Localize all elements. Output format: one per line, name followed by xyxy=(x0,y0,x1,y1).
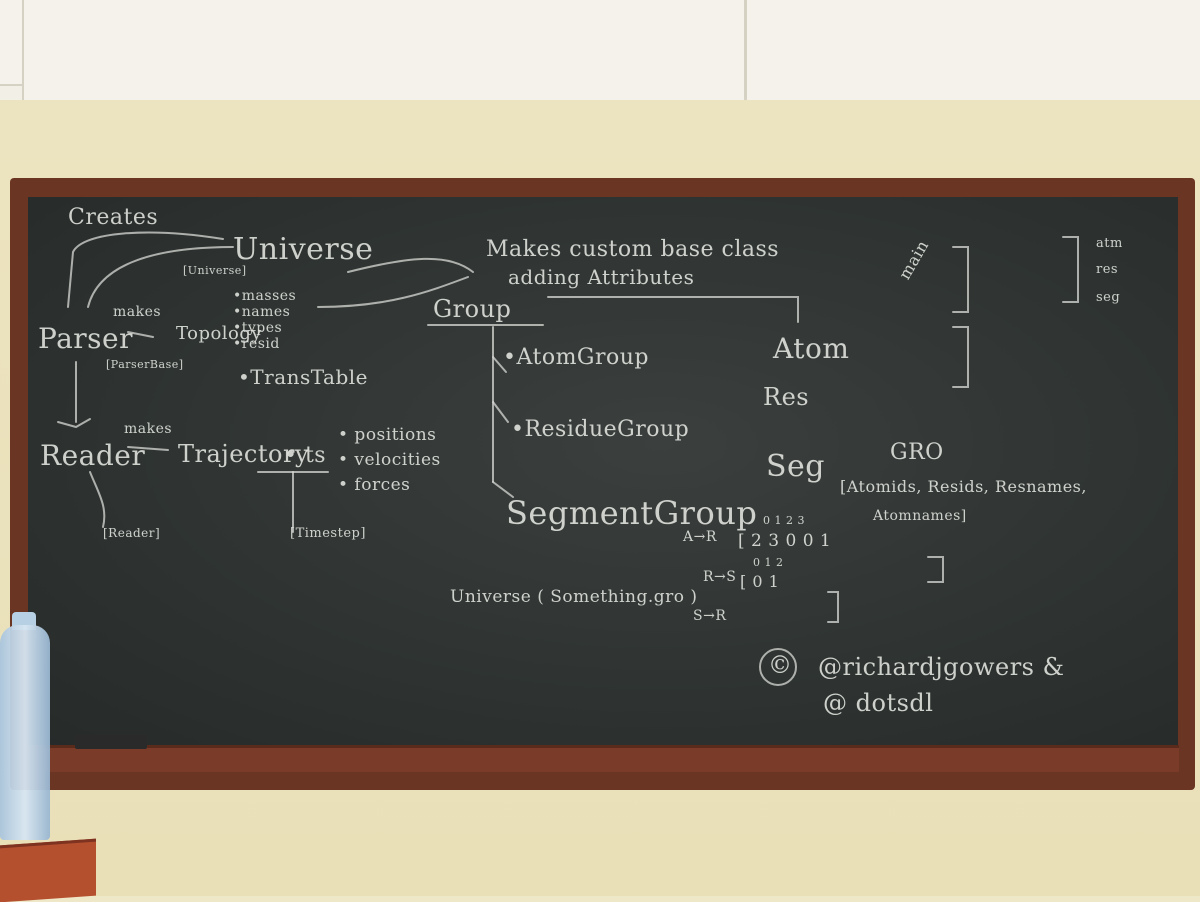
ceiling xyxy=(0,0,1200,112)
str-label: S→R xyxy=(693,608,727,624)
eraser xyxy=(75,735,147,749)
water-jug xyxy=(0,625,50,840)
topology-label: Topology xyxy=(176,323,263,344)
ts-label: • ts xyxy=(284,443,327,468)
ceiling-tile xyxy=(745,0,1200,112)
res-label: Res xyxy=(763,383,810,411)
copyright-symbol: © xyxy=(768,651,793,679)
residuegroup-label: •ResidueGroup xyxy=(511,417,690,442)
rts-index: 0 1 2 xyxy=(753,556,784,569)
rts-values: [ 0 1 xyxy=(740,572,780,591)
adding-attributes-label: adding Attributes xyxy=(508,265,695,289)
gro-list-2: Atomnames] xyxy=(873,508,967,524)
ceiling-tile xyxy=(22,0,746,102)
topology-item: •masses xyxy=(233,288,297,304)
gro-label: GRO xyxy=(890,440,944,465)
transtable-label: •TransTable xyxy=(238,365,369,389)
rts-label: R→S xyxy=(703,569,737,585)
ts-item: • positions xyxy=(338,425,437,445)
ts-item: • forces xyxy=(338,475,411,495)
parser-tag: [ParserBase] xyxy=(106,358,184,371)
makes-custom-label: Makes custom base class xyxy=(486,237,780,262)
group-label: Group xyxy=(433,295,512,323)
atr-label: A→R xyxy=(683,529,717,545)
chalk-ledge xyxy=(44,745,1179,772)
makes-label-2: makes xyxy=(124,421,173,437)
atr-index: 0 1 2 3 xyxy=(763,514,805,527)
credit-line-2: @ dotsdl xyxy=(823,689,934,717)
atomgroup-label: •AtomGroup xyxy=(503,345,650,370)
topology-item: •names xyxy=(233,304,291,320)
chalkboard: Creates Universe [Universe] Makes custom… xyxy=(28,197,1178,745)
credit-line-1: @richardjgowers & xyxy=(818,653,1065,681)
desk-corner xyxy=(0,838,96,902)
universe-tag: [Universe] xyxy=(183,264,247,277)
ts-item: • velocities xyxy=(338,450,441,470)
reader-tag: [Reader] xyxy=(103,526,161,540)
universe-label: Universe xyxy=(233,232,374,267)
parser-label: Parser xyxy=(38,322,133,355)
gro-list: [Atomids, Resids, Resnames, xyxy=(840,477,1087,496)
creates-label: Creates xyxy=(68,205,159,230)
topology-item: •resid xyxy=(233,336,280,352)
side-list-item: atm xyxy=(1096,236,1123,251)
seg-label: Seg xyxy=(766,449,826,484)
universe-something-label: Universe ( Something.gro ) xyxy=(450,587,698,607)
side-list-item: seg xyxy=(1096,290,1121,305)
makes-label-1: makes xyxy=(113,304,162,320)
trajectory-label: Trajectory xyxy=(178,440,309,468)
atr-values: [ 2 3 0 0 1 xyxy=(738,531,832,551)
side-list-item: res xyxy=(1096,262,1119,277)
reader-label: Reader xyxy=(40,439,146,472)
chalk-arrows xyxy=(57,231,1079,686)
timestep-tag: [Timestep] xyxy=(290,526,366,541)
topology-item: •types xyxy=(233,320,283,336)
atom-label: Atom xyxy=(773,332,850,365)
segmentgroup-label: SegmentGroup xyxy=(506,494,758,532)
